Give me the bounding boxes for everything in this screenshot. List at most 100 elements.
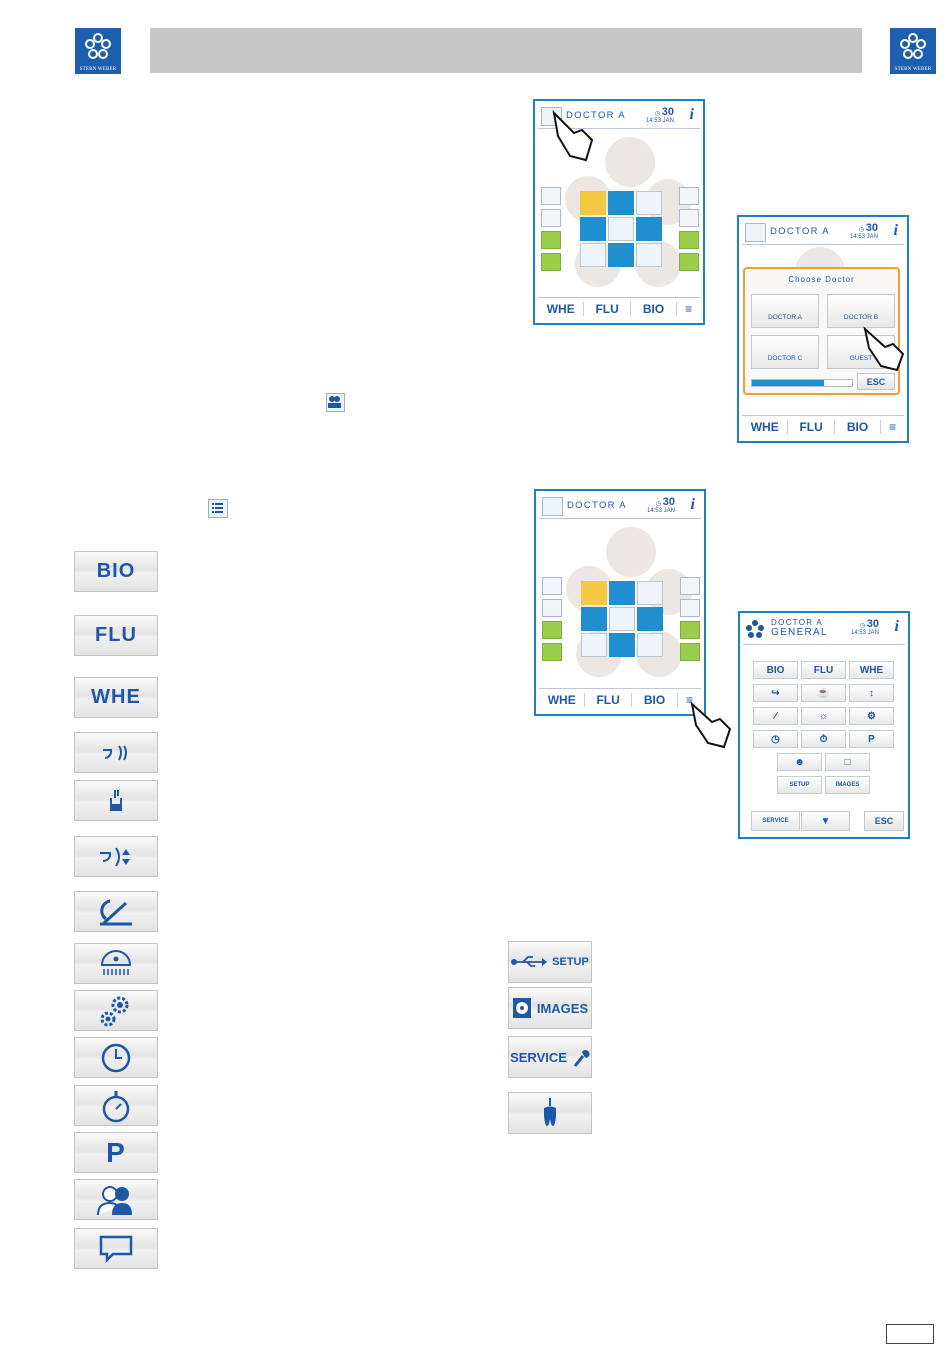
right-side-keys: [680, 577, 700, 661]
info-icon[interactable]: i: [689, 106, 694, 123]
menu-message-key[interactable]: □: [825, 753, 870, 771]
doctor-name[interactable]: DOCTOR A: [567, 500, 627, 511]
menu-program-key[interactable]: P: [849, 730, 894, 748]
light-dim-key[interactable]: [679, 209, 699, 227]
menu-doctors-key[interactable]: ☻: [777, 753, 822, 771]
wrench-icon: [573, 1050, 590, 1067]
menu-setup-key[interactable]: SETUP: [777, 776, 822, 794]
bell-key[interactable]: [542, 577, 562, 595]
kava-key[interactable]: [542, 599, 562, 617]
flu-button[interactable]: FLU: [74, 615, 158, 656]
bio-button[interactable]: BIO: [74, 551, 158, 592]
images-button[interactable]: IMAGES: [508, 987, 592, 1029]
spittoon-rinse-key[interactable]: [679, 253, 699, 271]
info-icon[interactable]: i: [690, 496, 695, 513]
bio-key[interactable]: BIO: [632, 693, 679, 707]
flu-key[interactable]: FLU: [788, 420, 835, 434]
info-icon[interactable]: i: [894, 618, 899, 635]
kava-key[interactable]: [541, 209, 561, 227]
menu-light-key[interactable]: ☼: [801, 707, 846, 725]
rinse-key[interactable]: [541, 253, 561, 271]
doctor-a-option[interactable]: DOCTOR A: [751, 294, 819, 328]
flu-key[interactable]: FLU: [584, 302, 631, 316]
doctors-icon[interactable]: [542, 497, 563, 516]
menu-clock-key[interactable]: ◷: [753, 730, 798, 748]
menu-flu-key[interactable]: FLU: [801, 661, 846, 679]
light-dim-key[interactable]: [680, 599, 700, 617]
cup-key[interactable]: [680, 621, 700, 639]
flu-key[interactable]: FLU: [585, 693, 632, 707]
menu-bio-key[interactable]: BIO: [753, 661, 798, 679]
bio-key[interactable]: BIO: [631, 302, 678, 316]
whe-key[interactable]: WHE: [742, 420, 789, 434]
menu-images-key[interactable]: IMAGES: [825, 776, 870, 794]
doctor-b-option[interactable]: DOCTOR B: [827, 294, 895, 328]
cup-fill-icon: [110, 789, 122, 811]
logo-text: STERN WEBER: [894, 67, 932, 72]
light-key[interactable]: [680, 577, 700, 595]
rinse-key[interactable]: [542, 643, 562, 661]
clock-icon: [101, 1043, 131, 1072]
spittoon-rinse-key[interactable]: [680, 643, 700, 661]
cup-fill-button[interactable]: [74, 780, 158, 821]
menu-whe-key[interactable]: WHE: [849, 661, 894, 679]
doctors-icon[interactable]: [745, 223, 766, 242]
spittoon-key[interactable]: [541, 231, 561, 249]
pointing-hand-icon: [552, 110, 594, 162]
operating-light-icon: [100, 949, 132, 975]
menu-spittoon-rinse-key[interactable]: ↪: [753, 684, 798, 702]
doctors-inline-icon: [326, 393, 345, 412]
tooth-button[interactable]: [508, 1092, 592, 1134]
tooth-icon: [544, 1098, 556, 1126]
program-button[interactable]: P: [74, 1132, 158, 1173]
menu-key[interactable]: ≡: [685, 302, 693, 316]
menu-tooth-key[interactable]: ▼: [801, 811, 850, 831]
cup-key[interactable]: [679, 231, 699, 249]
whe-button[interactable]: WHE: [74, 677, 158, 718]
menu-stopwatch-key[interactable]: ⏱: [801, 730, 846, 748]
spittoon-key[interactable]: [542, 621, 562, 639]
chair-position-button[interactable]: [74, 891, 158, 932]
spittoon-rinse-button[interactable]: [74, 732, 158, 773]
clock-button[interactable]: [74, 1037, 158, 1078]
bell-key[interactable]: [541, 187, 561, 205]
whe-key[interactable]: WHE: [539, 693, 586, 707]
doctor-c-option[interactable]: DOCTOR C: [751, 335, 819, 369]
menu-settings-key[interactable]: ⚙: [849, 707, 894, 725]
spittoon-up-down-button[interactable]: [74, 836, 158, 877]
menu-esc-button[interactable]: ESC: [864, 811, 904, 831]
left-side-keys: [542, 577, 562, 661]
esc-button[interactable]: ESC: [857, 373, 895, 390]
doctor-name[interactable]: DOCTOR A: [770, 226, 830, 237]
brand-logo-left: STERN WEBER: [75, 28, 121, 74]
message-button[interactable]: [74, 1228, 158, 1269]
light-key[interactable]: [679, 187, 699, 205]
menu-cup-key[interactable]: ☕: [801, 684, 846, 702]
operating-light-button[interactable]: [74, 943, 158, 984]
setup-button[interactable]: SETUP: [508, 941, 592, 983]
doctor-name[interactable]: DOCTOR A: [566, 110, 626, 121]
info-icon[interactable]: i: [893, 222, 898, 239]
spittoon-rinse-icon: [103, 744, 127, 760]
whe-key[interactable]: WHE: [538, 302, 585, 316]
menu-spittoon-move-key[interactable]: ↕: [849, 684, 894, 702]
disk-icon: [512, 998, 531, 1018]
stopwatch-button[interactable]: [74, 1085, 158, 1126]
menu-key[interactable]: ≡: [889, 420, 897, 434]
message-icon: [99, 1235, 133, 1263]
doctors-button[interactable]: [74, 1179, 158, 1220]
progress-fill: [752, 380, 824, 386]
bio-key[interactable]: BIO: [835, 420, 882, 434]
menu-chair-key[interactable]: ∕: [753, 707, 798, 725]
settings-gears-button[interactable]: [74, 990, 158, 1031]
menu-key[interactable]: ≡: [686, 693, 694, 707]
program-icon: P: [106, 1136, 126, 1168]
menu-service-key[interactable]: SERVICE: [751, 811, 800, 831]
service-button[interactable]: SERVICE: [508, 1036, 592, 1078]
